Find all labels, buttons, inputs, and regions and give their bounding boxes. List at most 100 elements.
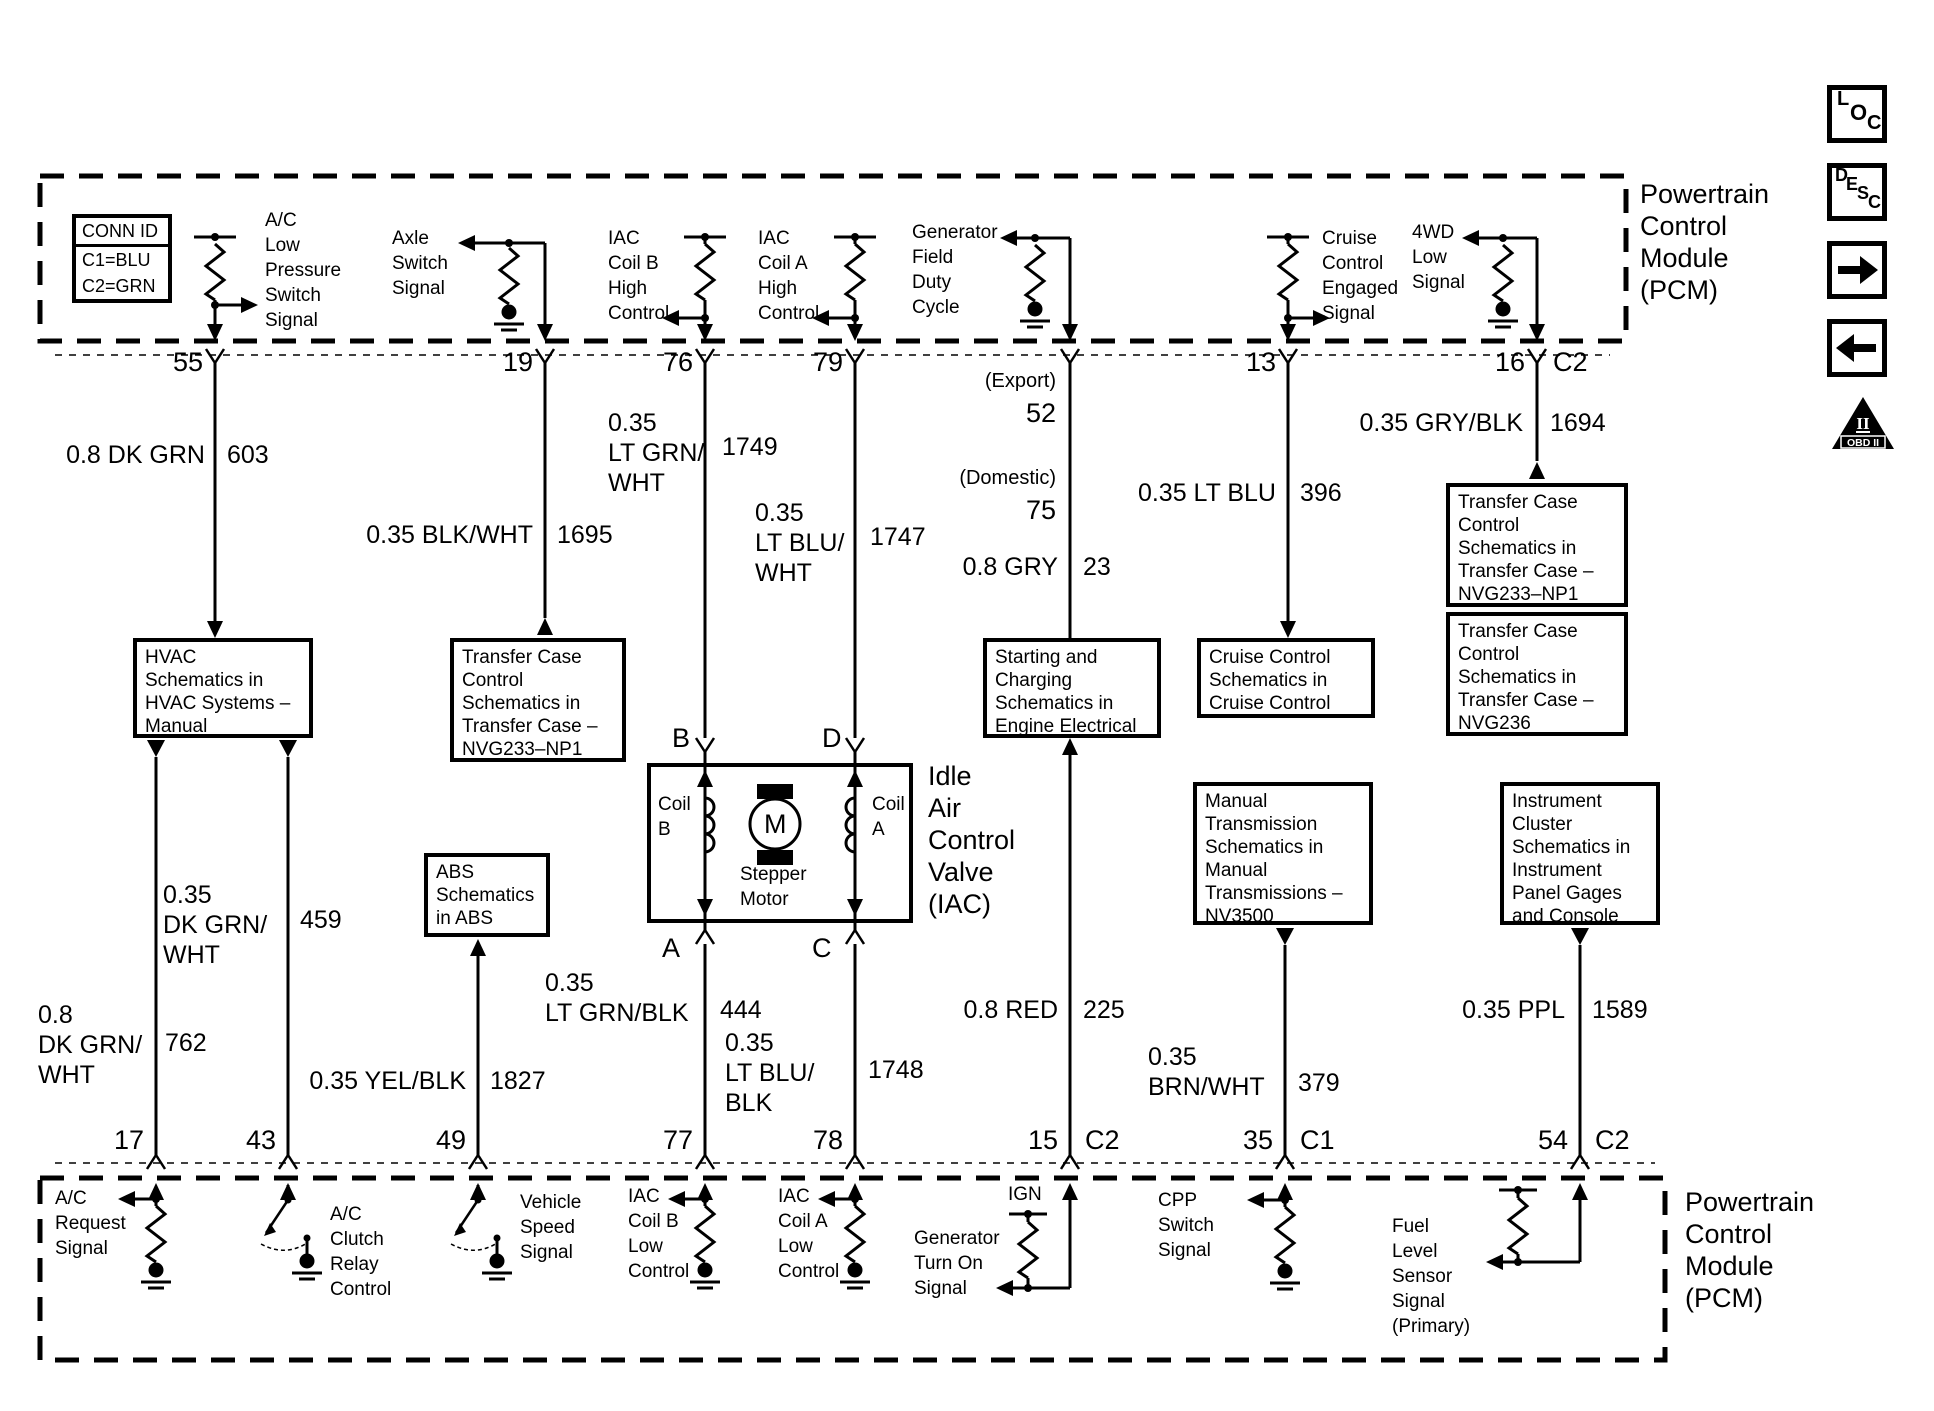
wire-circuit-225: 225 <box>1083 996 1125 1024</box>
pin-16-conn: C2 <box>1553 347 1588 377</box>
signal-cruise-engaged: Cruise Control Engaged Signal <box>1322 228 1399 324</box>
pcm-top-border <box>37 173 1629 344</box>
conn-id-title: CONN ID <box>76 218 168 247</box>
ref-box-hvac[interactable]: HVAC Schematics in HVAC Systems – Manual <box>133 638 313 738</box>
iac-coil-b-low-circuit <box>668 1183 722 1290</box>
iac-coil-a-low-circuit <box>818 1183 872 1290</box>
wire-label-444: 0.35 LT GRN/BLK <box>545 969 689 1027</box>
fourwd-low-circuit <box>1462 230 1545 341</box>
wire-label-379: 0.35 BRN/WHT <box>1148 1043 1265 1101</box>
wire-circuit-1827: 1827 <box>490 1067 546 1095</box>
iac-coil-a-high-circuit <box>812 233 876 341</box>
wire-1748 <box>844 923 866 1155</box>
wire-circuit-1695: 1695 <box>557 521 613 549</box>
iac-coil-b-high-circuit <box>662 233 726 341</box>
wire-1747 <box>844 363 866 765</box>
export-label: (Export) <box>984 370 1056 392</box>
signal-iac-coil-b-high: IAC Coil B High Control <box>608 228 670 324</box>
iac-stepper-label: Stepper Motor <box>740 864 807 910</box>
wire-label-603: 0.8 DK GRN <box>66 441 205 469</box>
wire-circuit-444: 444 <box>720 996 762 1024</box>
ac-request-circuit <box>118 1183 173 1290</box>
signal-iac-coil-a-low: IAC Coil A Low Control <box>778 1186 840 1282</box>
fuel-level-circuit <box>1486 1183 1588 1270</box>
pin-54-conn: C2 <box>1595 1125 1630 1155</box>
pin-76: 76 <box>662 347 693 377</box>
wire-label-1695: 0.35 BLK/WHT <box>366 521 533 549</box>
iac-motor-symbol: M <box>764 809 787 839</box>
pcm-bottom-border <box>37 1175 1668 1363</box>
wire-circuit-1748: 1748 <box>868 1056 924 1084</box>
iac-coil-b-label: Coil B <box>658 794 691 840</box>
connector-face-lines <box>55 354 1655 1164</box>
wire-circuit-1694: 1694 <box>1550 409 1606 437</box>
pin-35-conn: C1 <box>1300 1125 1335 1155</box>
signal-ac-low-pressure: A/C Low Pressure Switch Signal <box>265 210 342 331</box>
cpp-switch-circuit <box>1247 1183 1302 1291</box>
signal-ac-clutch-relay: A/C Clutch Relay Control <box>330 1204 392 1300</box>
top-connector-pins <box>204 347 1548 365</box>
signal-generator-turn-on: Generator Turn On Signal <box>914 1228 1000 1299</box>
signal-ac-request: A/C Request Signal <box>55 1188 126 1259</box>
pcm-label-bottom: Powertrain Control Module (PCM) <box>1685 1187 1815 1313</box>
pin-43: 43 <box>245 1125 276 1155</box>
wire-225 <box>1062 738 1078 1155</box>
wire-label-1827: 0.35 YEL/BLK <box>309 1067 466 1095</box>
loc-letter-o: O <box>1850 100 1868 125</box>
wire-label-396: 0.35 LT BLU <box>1137 479 1276 507</box>
wire-label-1749: 0.35 LT GRN/ WHT <box>608 409 705 497</box>
pin-78: 78 <box>812 1125 843 1155</box>
wire-label-762: 0.8 DK GRN/ WHT <box>38 1001 143 1089</box>
desc-button[interactable]: D E S C <box>1827 163 1887 221</box>
loc-button[interactable]: L O C <box>1827 85 1887 143</box>
obd2-icon: II OBD II <box>1832 397 1894 449</box>
ref-box-transfer-case-right-2[interactable]: Transfer Case Control Schematics in Tran… <box>1446 612 1628 736</box>
ref-box-instrument-cluster[interactable]: Instrument Cluster Schematics in Instrum… <box>1500 782 1660 927</box>
wire-444 <box>694 923 716 1155</box>
generator-turn-on-circuit <box>996 1183 1078 1296</box>
conn-id-c1: C1=BLU <box>82 250 151 270</box>
pin-17: 17 <box>113 1125 144 1155</box>
pin-79: 79 <box>812 347 843 377</box>
pin-52-75: (Export) 52 (Domestic) 75 <box>880 336 1056 530</box>
pcm-label-top: Powertrain Control Module (PCM) <box>1640 179 1770 305</box>
wire-1694 <box>1529 363 1545 479</box>
ref-box-cruise-control[interactable]: Cruise Control Schematics in Cruise Cont… <box>1197 638 1375 718</box>
wire-396 <box>1280 363 1296 638</box>
wire-circuit-396: 396 <box>1300 479 1342 507</box>
next-page-button[interactable] <box>1827 241 1887 299</box>
iac-terminal-b: B <box>672 723 691 753</box>
signal-iac-coil-a-high: IAC Coil A High Control <box>758 228 820 324</box>
ref-box-starting-charging[interactable]: Starting and Charging Schematics in Engi… <box>983 638 1161 738</box>
ac-low-pressure-circuit <box>194 233 258 341</box>
pin-15-conn: C2 <box>1085 1125 1120 1155</box>
pin-54: 54 <box>1537 1125 1568 1155</box>
wire-762 <box>147 740 165 1155</box>
generator-field-circuit <box>1000 230 1078 341</box>
obd2-label: OBD II <box>1847 437 1879 449</box>
obd2-numeral: II <box>1856 414 1870 433</box>
wire-379 <box>1276 928 1294 1155</box>
wire-circuit-1589: 1589 <box>1592 996 1648 1024</box>
axle-switch-circuit <box>458 235 553 341</box>
iac-valve-graphics <box>697 765 863 921</box>
ref-box-transfer-case-left[interactable]: Transfer Case Control Schematics in Tran… <box>450 638 626 762</box>
ref-box-transfer-case-right-1[interactable]: Transfer Case Control Schematics in Tran… <box>1446 483 1628 607</box>
pin-77: 77 <box>662 1125 693 1155</box>
signal-iac-coil-b-low: IAC Coil B Low Control <box>628 1186 690 1282</box>
signal-fuel-level: Fuel Level Sensor Signal (Primary) <box>1392 1216 1471 1337</box>
pin-55: 55 <box>172 347 203 377</box>
wire-label-459: 0.35 DK GRN/ WHT <box>163 881 268 969</box>
ref-box-manual-trans[interactable]: Manual Transmission Schematics in Manual… <box>1193 782 1373 927</box>
signal-cpp-switch: CPP Switch Signal <box>1158 1190 1214 1261</box>
wire-circuit-459: 459 <box>300 906 342 934</box>
iac-terminal-c: C <box>812 933 832 963</box>
pin-35: 35 <box>1242 1125 1273 1155</box>
wire-circuit-762: 762 <box>165 1029 207 1057</box>
prev-page-button[interactable] <box>1827 319 1887 377</box>
right-arrow-icon <box>1838 256 1878 284</box>
desc-letter-c: C <box>1868 192 1881 212</box>
ref-box-abs[interactable]: ABS Schematics in ABS <box>424 853 550 937</box>
